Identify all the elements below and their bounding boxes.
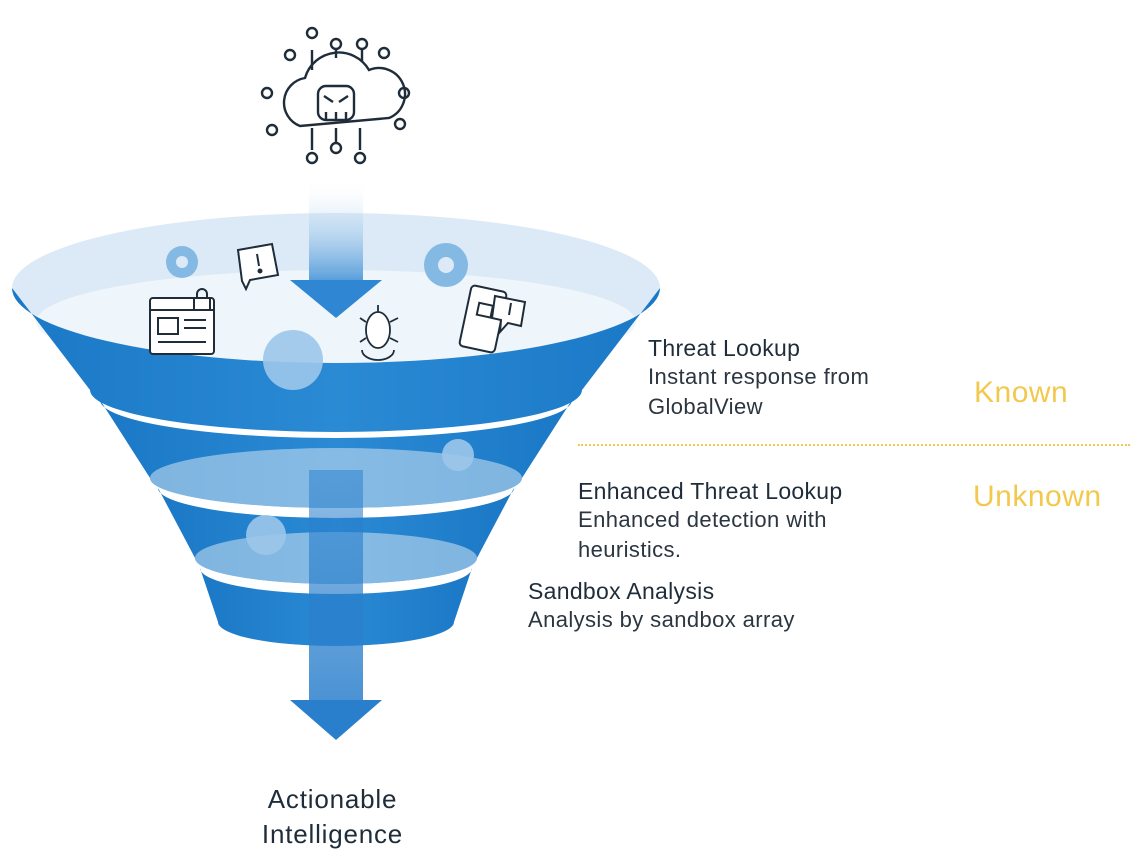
stage-desc: Analysis by sandbox array: [528, 605, 795, 635]
stage-desc: Instant response from GlobalView: [648, 362, 869, 422]
mobile-alert-icon: [458, 284, 527, 354]
output-label: Actionable Intelligence: [215, 782, 450, 852]
cyber-threat-cloud-icon: [260, 26, 411, 165]
stage-desc: Enhanced detection with heuristics.: [578, 505, 843, 565]
output-line: Intelligence: [261, 819, 404, 849]
stage-desc-line: Instant response from: [648, 364, 870, 389]
enhanced-threat-lookup-stage: Enhanced Threat Lookup Enhanced detectio…: [578, 478, 843, 565]
category-divider: [578, 444, 1130, 446]
warning-chat-icon: [236, 242, 280, 292]
stage-desc-line: Enhanced detection with: [578, 507, 827, 532]
input-arrow-shaft: [309, 178, 363, 290]
sandbox-analysis-stage: Sandbox Analysis Analysis by sandbox arr…: [528, 578, 795, 635]
virus-chip-icon: [359, 305, 399, 361]
locked-browser-icon: [149, 288, 215, 355]
output-arrow-head: [290, 700, 382, 740]
threat-lookup-stage: Threat Lookup Instant response from Glob…: [648, 335, 869, 422]
output-arrow-shaft: [309, 470, 363, 702]
stage-title: Threat Lookup: [648, 335, 801, 361]
stage-desc-line: GlobalView: [648, 394, 763, 419]
gear-icon: [246, 330, 474, 555]
known-label: Known: [974, 376, 1069, 409]
output-line: Actionable: [267, 784, 398, 814]
stage-desc-line: heuristics.: [578, 537, 682, 562]
input-arrow-head: [290, 280, 382, 318]
stage-title: Enhanced Threat Lookup: [578, 478, 843, 504]
funnel-band-1: [12, 288, 660, 432]
stage-desc-line: Analysis by sandbox array: [528, 607, 795, 632]
stage-title: Sandbox Analysis: [528, 578, 715, 604]
unknown-label: Unknown: [973, 480, 1102, 513]
